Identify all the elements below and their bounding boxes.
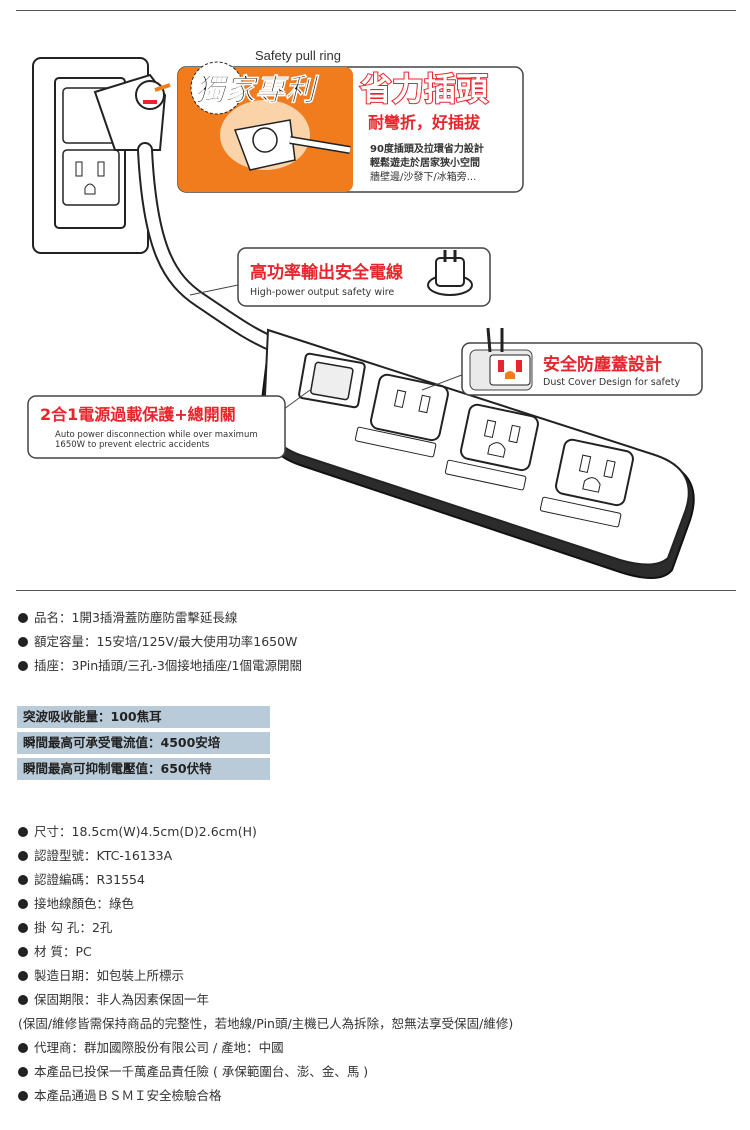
- plug-desc-3: 牆壁邊/沙發下/冰箱旁...: [370, 170, 476, 183]
- surge-voltage-box: 瞬間最高可抑制電壓值：650伏特: [17, 758, 270, 780]
- plug-desc-2: 輕鬆遊走於居家狹小空間: [370, 156, 480, 169]
- plug-subtitle: 耐彎折，好插拔: [368, 113, 481, 132]
- surge-energy-box: 突波吸收能量：100焦耳: [17, 706, 270, 728]
- power-strip: [260, 328, 695, 579]
- protection-subtitle-2: 1650W to prevent electric accidents: [55, 440, 210, 450]
- surge-current-box: 瞬間最高可承受電流值：4500安培: [17, 732, 270, 754]
- wire-icon: [427, 250, 473, 296]
- protection-callout: 2合1電源過載保護+總開關 Auto power disconnection w…: [27, 389, 311, 459]
- protection-title: 2合1電源過載保護+總開關: [40, 405, 236, 424]
- easy-plug-title: 省力插頭: [360, 70, 489, 108]
- spec-item: 認證型號：KTC-16133A: [18, 844, 513, 868]
- spec-item: 製造日期：如包裝上所標示: [18, 964, 513, 988]
- wire-subtitle: High-power output safety wire: [250, 287, 394, 298]
- protection-subtitle-1: Auto power disconnection while over maxi…: [55, 430, 258, 440]
- spec-item: 品名：1開3插滑蓋防塵防雷擊延長線: [18, 606, 302, 630]
- spec-item: 本產品已投保一千萬產品責任險 ( 承保範圍台、澎、金、馬 ): [18, 1060, 513, 1084]
- patent-title: 獨家專利: [195, 73, 320, 108]
- warranty-note: (保固/維修皆需保持商品的完整性，若地線/Pin頭/主機已人為拆除，恕無法享受保…: [18, 1016, 514, 1031]
- top-divider: [16, 10, 736, 11]
- spec-item: 尺寸：18.5cm(W)4.5cm(D)2.6cm(H): [18, 820, 513, 844]
- wire-callout: 高功率輸出安全電線 High-power output safety wire: [189, 247, 491, 307]
- section-divider: [16, 590, 736, 591]
- spec-item: 額定容量：15安培/125V/最大使用功率1650W: [18, 630, 302, 654]
- spec-item: 認證編碼：R31554: [18, 868, 513, 892]
- spec-item: 插座：3Pin插頭/三孔-3個接地插座/1個電源開關: [18, 654, 302, 678]
- wire-title: 高功率輸出安全電線: [250, 262, 403, 283]
- safety-pull-ring-label: Safety pull ring: [255, 48, 341, 63]
- spec-item: 接地線顏色：綠色: [18, 892, 513, 916]
- dust-cover-title: 安全防塵蓋設計: [543, 354, 662, 375]
- spec-item: 掛 勾 孔：2孔: [18, 916, 513, 940]
- dust-cover-subtitle: Dust Cover Design for safety: [543, 377, 680, 388]
- spec-list-bottom: 尺寸：18.5cm(W)4.5cm(D)2.6cm(H) 認證型號：KTC-16…: [18, 820, 513, 1108]
- plug-desc-1: 90度插頭及拉環省力設計: [370, 142, 484, 155]
- product-illustration: Safety pull ring 獨家專利 省力插頭 耐彎折，好插拔 90度插頭…: [27, 48, 703, 579]
- spec-item: 材 質：PC: [18, 940, 513, 964]
- spec-item: 保固期限：非人為因素保固一年: [18, 988, 513, 1012]
- spec-list-top: 品名：1開3插滑蓋防塵防雷擊延長線 額定容量：15安培/125V/最大使用功率1…: [18, 606, 302, 678]
- spec-item: 代理商：群加國際股份有限公司 / 產地：中國: [18, 1036, 513, 1060]
- dust-cover-callout: 安全防塵蓋設計 Dust Cover Design for safety: [421, 327, 703, 396]
- patent-callout: Safety pull ring 獨家專利 省力插頭 耐彎折，好插拔 90度插頭…: [154, 48, 524, 193]
- spec-item: 本產品通過ＢＳＭＩ安全檢驗合格: [18, 1084, 513, 1108]
